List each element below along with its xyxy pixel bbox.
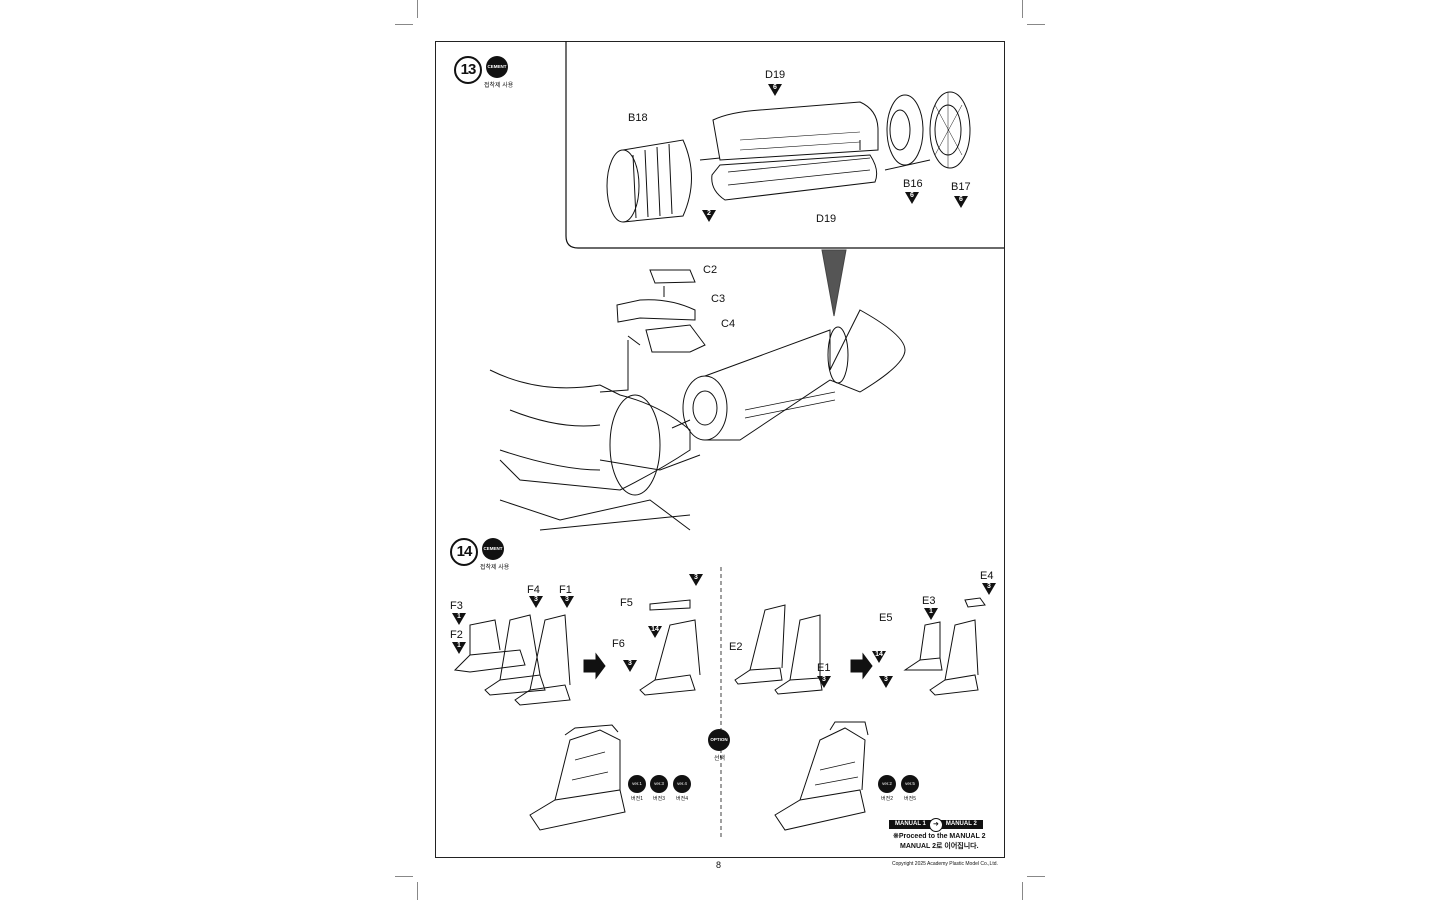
part-label-e4: E4 xyxy=(980,570,994,582)
version-caption: 버전5 xyxy=(904,796,916,802)
step-13-number: 13 xyxy=(454,56,482,84)
crop-mark xyxy=(395,876,413,877)
version-badge: ver.1 xyxy=(628,775,646,793)
crop-mark xyxy=(417,882,418,900)
instruction-page xyxy=(435,41,1005,858)
proceed-note-en: ※Proceed to the MANUAL 2 xyxy=(893,833,986,840)
quantity-triangle: 1 xyxy=(452,613,466,625)
quantity-triangle: 3 xyxy=(560,596,574,608)
option-caption: 선택 xyxy=(714,756,726,762)
cement-caption: 접착제 사용 xyxy=(480,565,510,571)
quantity-triangle: 3 xyxy=(982,583,996,595)
version-caption: 버전4 xyxy=(676,796,688,802)
version-badge: ver.5 xyxy=(901,775,919,793)
crop-mark xyxy=(1027,24,1045,25)
part-label-c4: C4 xyxy=(721,318,736,330)
quantity-triangle: 1 xyxy=(924,608,938,620)
part-label-f6: F6 xyxy=(612,638,625,650)
part-label-e2: E2 xyxy=(729,641,743,653)
part-label-f4: F4 xyxy=(527,584,540,596)
cement-icon: CEMENT xyxy=(486,56,508,78)
quantity-triangle: 2 xyxy=(702,210,716,222)
crop-mark xyxy=(395,24,413,25)
part-label-b17: B17 xyxy=(951,181,971,193)
part-label-c3: C3 xyxy=(711,293,726,305)
part-label-e5: E5 xyxy=(879,612,893,624)
part-label-b18: B18 xyxy=(628,112,648,124)
manual-from-label: MANUAL 1 xyxy=(889,820,932,829)
part-label-e1: E1 xyxy=(817,662,831,674)
version-caption: 버전3 xyxy=(653,796,665,802)
part-label-d19-bottom: D19 xyxy=(816,213,837,225)
quantity-triangle: 6 xyxy=(905,192,919,204)
proceed-note-ko: MANUAL 2로 이어집니다. xyxy=(900,843,979,850)
crop-mark xyxy=(1022,882,1023,900)
quantity-triangle: 6 xyxy=(954,196,968,208)
part-label-c2: C2 xyxy=(703,264,718,276)
version-badge: ver.2 xyxy=(878,775,896,793)
quantity-triangle: 6 xyxy=(768,84,782,96)
manual-continue-bar: MANUAL 1 ➜ MANUAL 2 xyxy=(889,817,983,832)
part-label-f3: F3 xyxy=(450,600,463,612)
quantity-triangle: 3 xyxy=(689,574,703,586)
step-14-number: 14 xyxy=(450,538,478,566)
proceed-note: ※Proceed to the MANUAL 2 MANUAL 2로 이어집니다… xyxy=(893,832,985,852)
version-caption: 버전2 xyxy=(881,796,893,802)
crop-mark xyxy=(1022,0,1023,18)
cement-icon: CEMENT xyxy=(482,538,504,560)
part-label-e3: E3 xyxy=(922,595,936,607)
quantity-triangle: 3 xyxy=(623,660,637,672)
arrow-right-icon: ➜ xyxy=(928,817,943,832)
part-label-f5: F5 xyxy=(620,597,633,609)
part-label-f2: F2 xyxy=(450,629,463,641)
part-label-f1: F1 xyxy=(559,584,572,596)
quantity-triangle: 14 xyxy=(648,626,662,638)
crop-mark xyxy=(417,0,418,18)
quantity-triangle: 14 xyxy=(872,651,886,663)
version-badge: ver.4 xyxy=(673,775,691,793)
part-label-b16: B16 xyxy=(903,178,923,190)
option-badge: OPTION xyxy=(708,729,730,751)
page-number: 8 xyxy=(716,860,722,870)
crop-mark xyxy=(1027,876,1045,877)
quantity-triangle: 3 xyxy=(817,676,831,688)
manual-to-label: MANUAL 2 xyxy=(939,820,983,829)
version-badge: ver.3 xyxy=(650,775,668,793)
quantity-triangle: 3 xyxy=(879,676,893,688)
copyright: Copyright 2025 Academy Plastic Model Co.… xyxy=(892,861,998,867)
quantity-triangle: 1 xyxy=(452,642,466,654)
version-caption: 버전1 xyxy=(631,796,643,802)
quantity-triangle: 3 xyxy=(529,596,543,608)
cement-caption: 접착제 사용 xyxy=(484,83,514,89)
part-label-d19-top: D19 xyxy=(765,69,786,81)
